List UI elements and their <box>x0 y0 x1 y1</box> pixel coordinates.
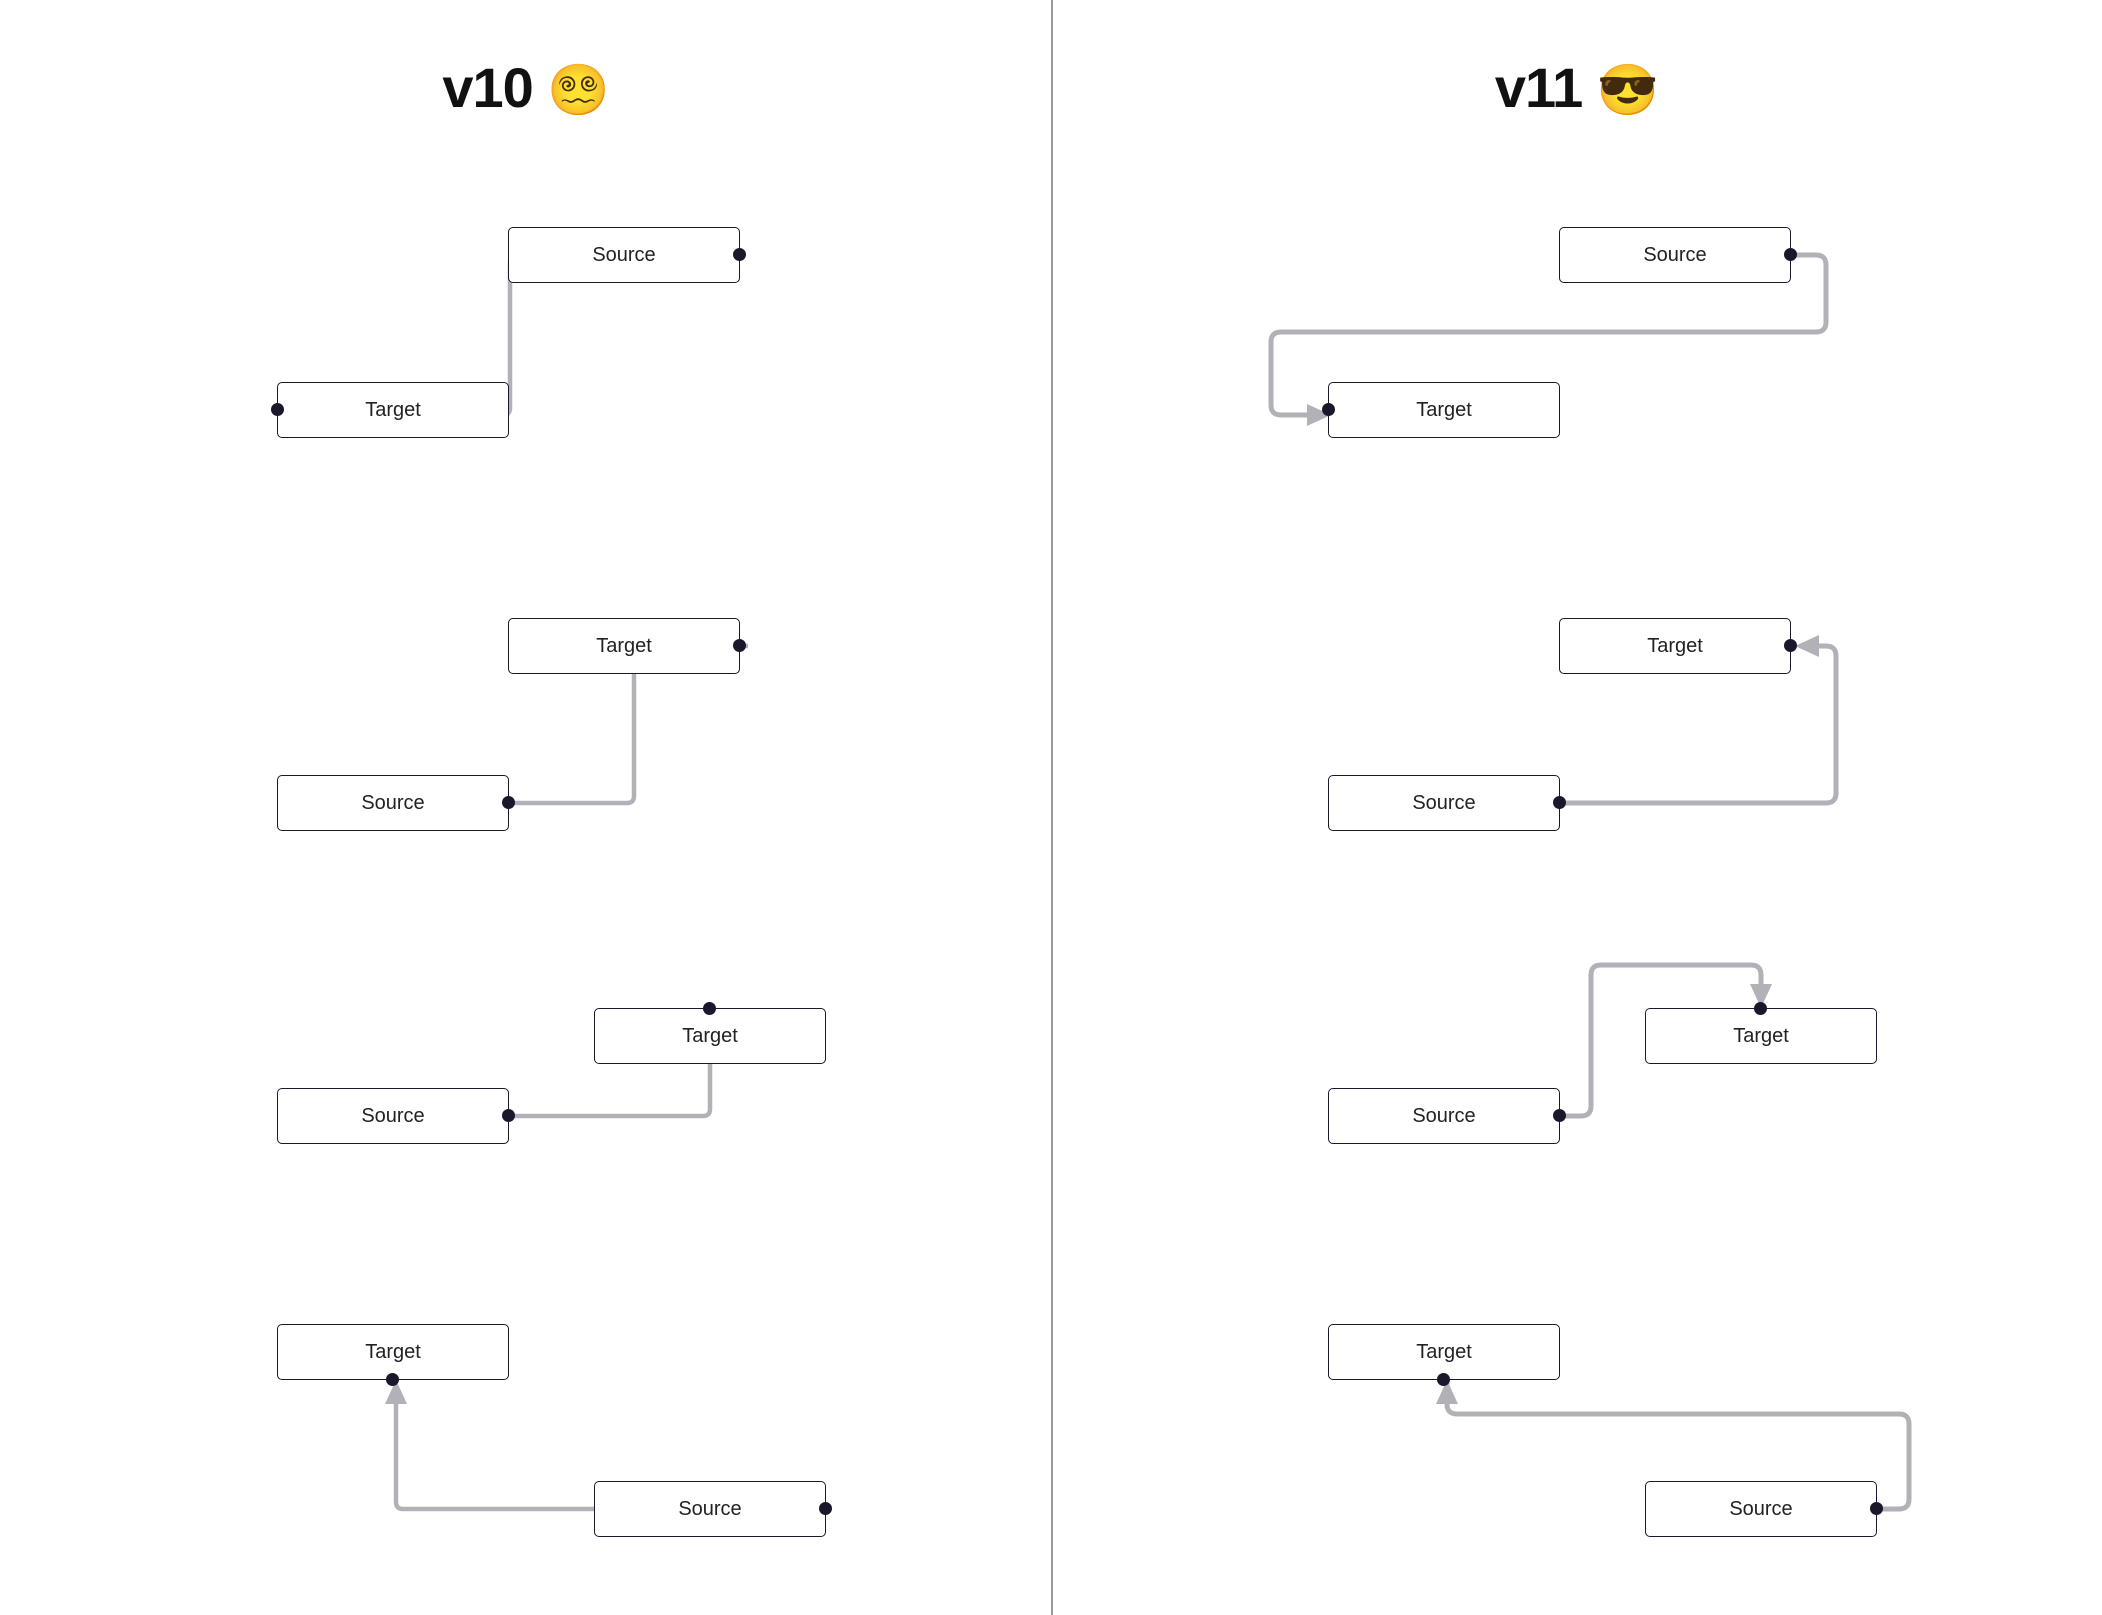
node-source-case-1[interactable]: Source <box>1559 227 1797 283</box>
node-target-case-3[interactable]: Target <box>1645 1002 1877 1064</box>
node-label: Target <box>1416 1340 1472 1363</box>
handle-source-right[interactable] <box>819 1502 832 1515</box>
node-label: Target <box>1416 398 1472 421</box>
handle-source-right[interactable] <box>733 248 746 261</box>
node-label: Source <box>1729 1497 1793 1520</box>
node-target-case-4[interactable]: Target <box>277 1324 509 1386</box>
node-target-case-3[interactable]: Target <box>594 1002 826 1064</box>
edge-case-2-arrowhead <box>1795 635 1819 657</box>
handle-source-right[interactable] <box>1553 1109 1566 1122</box>
handle-target-left[interactable] <box>1322 403 1335 416</box>
node-label: Target <box>365 398 421 421</box>
panel-title-text: v11 <box>1494 56 1583 119</box>
handle-source-right[interactable] <box>502 1109 515 1122</box>
handle-target-top[interactable] <box>703 1002 716 1015</box>
node-label: Source <box>1412 791 1476 814</box>
panel-title-v11: v11 😎 <box>1051 55 2102 120</box>
flow-canvas-v11[interactable]: Source Target Target Source Target <box>1051 0 2102 1615</box>
handle-target-right[interactable] <box>1784 639 1797 652</box>
node-label: Target <box>1733 1024 1789 1047</box>
node-source-case-3[interactable]: Source <box>277 1088 515 1144</box>
node-source-case-2[interactable]: Source <box>277 775 515 831</box>
handle-target-bottom[interactable] <box>1437 1373 1450 1386</box>
node-label: Source <box>1643 243 1707 266</box>
node-label: Source <box>361 791 425 814</box>
handle-source-right[interactable] <box>1784 248 1797 261</box>
panel-title-v10: v10 😵‍💫 <box>0 55 1051 120</box>
node-target-case-2[interactable]: Target <box>508 618 746 674</box>
node-source-case-1[interactable]: Source <box>508 227 746 283</box>
panel-v11: v11 😎 Source <box>1051 0 2102 1615</box>
node-label: Source <box>592 243 656 266</box>
node-label: Target <box>365 1340 421 1363</box>
panel-v10: v10 😵‍💫 Source Target <box>0 0 1051 1615</box>
node-label: Target <box>682 1024 738 1047</box>
node-target-case-1[interactable]: Target <box>271 382 509 438</box>
handle-source-right[interactable] <box>502 796 515 809</box>
handle-source-right[interactable] <box>1553 796 1566 809</box>
handle-target-top[interactable] <box>1754 1002 1767 1015</box>
node-target-case-2[interactable]: Target <box>1559 618 1797 674</box>
node-label: Source <box>361 1104 425 1127</box>
smiling-face-with-sunglasses-emoji: 😎 <box>1596 62 1659 118</box>
flow-canvas-v10[interactable]: Source Target Target Source Target <box>0 0 1051 1615</box>
handle-source-right[interactable] <box>1870 1502 1883 1515</box>
vertical-divider <box>1051 0 1053 1615</box>
handle-target-bottom[interactable] <box>386 1373 399 1386</box>
node-target-case-4[interactable]: Target <box>1328 1324 1560 1386</box>
node-source-case-4[interactable]: Source <box>1645 1481 1883 1537</box>
node-label: Source <box>1412 1104 1476 1127</box>
node-label: Target <box>1647 634 1703 657</box>
handle-target-left[interactable] <box>271 403 284 416</box>
node-source-case-3[interactable]: Source <box>1328 1088 1566 1144</box>
node-label: Source <box>678 1497 742 1520</box>
node-target-case-1[interactable]: Target <box>1322 382 1560 438</box>
node-source-case-4[interactable]: Source <box>594 1481 832 1537</box>
node-source-case-2[interactable]: Source <box>1328 775 1566 831</box>
face-with-spiral-eyes-emoji: 😵‍💫 <box>547 62 609 118</box>
handle-target-right[interactable] <box>733 639 746 652</box>
panel-title-text: v10 <box>442 56 533 119</box>
node-label: Target <box>596 634 652 657</box>
